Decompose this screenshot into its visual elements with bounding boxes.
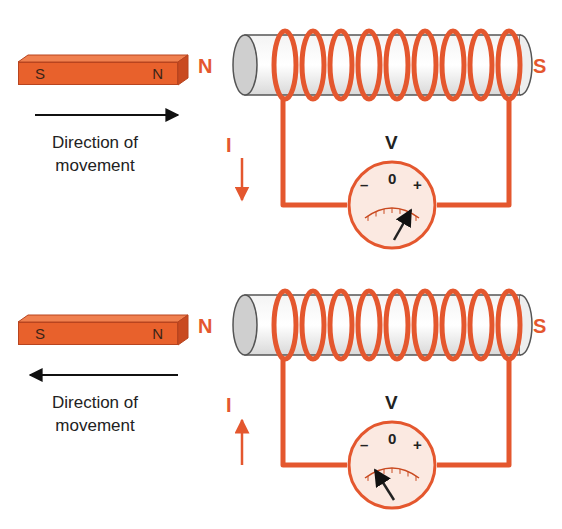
magnet-pole: N <box>152 65 163 82</box>
coil-winding <box>470 291 492 359</box>
current-label: I <box>226 134 232 157</box>
meter-scale-mark: – <box>360 436 368 453</box>
current-arrow <box>241 420 244 465</box>
movement-arrow <box>35 114 178 116</box>
magnet-top-face <box>18 315 188 322</box>
coil-winding <box>442 31 464 99</box>
panel-illustration <box>18 31 532 205</box>
coil-winding <box>442 291 464 359</box>
meter-needle <box>375 470 394 500</box>
coil-winding <box>302 31 324 99</box>
coil-winding <box>358 291 380 359</box>
coil-winding <box>414 291 436 359</box>
magnet-pole: N <box>152 325 163 342</box>
bar-magnet: SN <box>18 62 178 85</box>
meter-tick <box>416 216 417 221</box>
meter-tick <box>376 212 377 217</box>
coil-winding <box>358 31 380 99</box>
meter-tick <box>408 472 409 477</box>
voltmeter: V – 0 + <box>347 392 437 512</box>
pole-label: S <box>533 55 546 78</box>
pole-label: N <box>198 55 212 78</box>
coil-winding <box>386 31 408 99</box>
pole-label: S <box>533 315 546 338</box>
wire <box>437 359 509 465</box>
direction-label: Direction of movement <box>35 392 155 438</box>
coil-winding <box>274 291 296 359</box>
direction-label: Direction of movement <box>35 132 155 178</box>
bar-magnet: SN <box>18 322 178 345</box>
meter-symbol: V <box>385 392 398 414</box>
coil-winding <box>274 31 296 99</box>
meter-scale-mark: 0 <box>388 430 396 447</box>
current-label: I <box>226 394 232 417</box>
meter-tick <box>400 469 401 474</box>
movement-arrow <box>30 374 178 376</box>
voltmeter: V – 0 + <box>347 132 437 252</box>
coil-winding <box>302 291 324 359</box>
meter-tick <box>392 468 393 473</box>
pole-label: N <box>198 315 212 338</box>
coil-core-face <box>233 35 257 95</box>
coil-winding <box>498 291 520 359</box>
wire <box>283 359 347 465</box>
wire <box>283 99 347 205</box>
coil-winding <box>386 291 408 359</box>
meter-tick <box>368 216 369 221</box>
meter-scale-mark: 0 <box>388 170 396 187</box>
coil-winding <box>498 31 520 99</box>
meter-tick <box>384 209 385 214</box>
magnet-pole: S <box>35 65 45 82</box>
meter-tick <box>400 209 401 214</box>
coil-winding <box>470 31 492 99</box>
meter-tick <box>384 469 385 474</box>
coil-winding <box>330 291 352 359</box>
meter-dial <box>349 422 435 508</box>
magnet-pole: S <box>35 325 45 342</box>
coil-winding <box>330 31 352 99</box>
meter-scale <box>365 208 419 218</box>
current-arrow <box>241 158 244 200</box>
panel-illustration <box>18 291 532 465</box>
meter-symbol: V <box>385 132 398 154</box>
meter-scale-mark: + <box>413 176 422 193</box>
meter-needle <box>394 210 411 240</box>
wire <box>437 99 509 205</box>
magnet-side-face <box>178 315 188 345</box>
meter-scale-mark: – <box>360 176 368 193</box>
meter-tick <box>392 208 393 213</box>
coil-winding <box>414 31 436 99</box>
meter-scale-mark: + <box>413 436 422 453</box>
meter-tick <box>416 476 417 481</box>
meter-scale <box>365 468 419 478</box>
meter-tick <box>368 476 369 481</box>
coil-core-face <box>233 295 257 355</box>
meter-dial <box>349 162 435 248</box>
magnet-side-face <box>178 55 188 85</box>
magnet-top-face <box>18 55 188 62</box>
